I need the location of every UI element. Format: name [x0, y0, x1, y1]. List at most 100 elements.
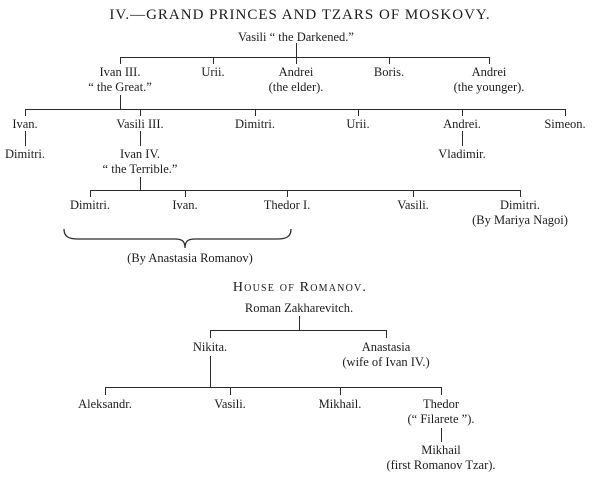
- node-label: Roman Zakharevitch.: [244, 301, 354, 315]
- tree-connector-vline: [296, 43, 297, 57]
- tree-connector-vline: [120, 95, 121, 109]
- node-mikhail-tzar: Mikhail (first Romanov Tzar).: [386, 443, 495, 472]
- node-ivan-gen3: Ivan.: [12, 117, 37, 132]
- tree-connector-tick: [230, 387, 231, 395]
- node-label: Vasili “ the Darkened.”: [238, 30, 354, 44]
- node-ivan-gen5: Ivan.: [172, 198, 197, 213]
- tree-connector-tick: [296, 57, 297, 64]
- romanov-heading: House of Romanov.: [232, 280, 368, 295]
- node-label: Aleksandr.: [78, 397, 132, 411]
- node-roman-zakharevitch: Roman Zakharevitch.: [245, 301, 353, 316]
- node-urii-gen2: Urii.: [201, 65, 224, 80]
- node-thedor-i: Thedor I.: [264, 198, 311, 213]
- curly-brace: [63, 228, 292, 249]
- node-aleksandr: Aleksandr.: [78, 397, 132, 412]
- node-label: Urii.: [346, 117, 370, 131]
- node-label: Dimitri.: [5, 147, 45, 161]
- tree-connector-tick: [441, 387, 442, 395]
- tree-connector-tick: [287, 190, 288, 197]
- tree-connector-tick: [120, 57, 121, 64]
- brace-label: (By Anastasia Romanov): [127, 251, 253, 266]
- node-sublabel: (first Romanov Tzar).: [386, 457, 496, 472]
- node-label: Vladimir.: [438, 147, 486, 161]
- tree-connector-tick: [25, 109, 26, 116]
- node-nikita: Nikita.: [193, 340, 227, 355]
- tree-connector-vline: [210, 356, 211, 387]
- node-thedor-filarete: Thedor (“ Filarete ”).: [408, 397, 475, 426]
- node-label: Dimitri.: [235, 117, 275, 131]
- node-label: Thedor I.: [263, 198, 311, 212]
- node-label: Simeon.: [544, 117, 586, 131]
- node-anastasia: Anastasia (wife of Ivan IV.): [342, 340, 429, 369]
- node-andrei-younger: Andrei (the younger).: [454, 65, 525, 94]
- tree-connector-hline: [120, 57, 489, 58]
- node-sublabel: (wife of Ivan IV.): [342, 354, 430, 369]
- tree-connector-tick: [462, 109, 463, 116]
- node-label: Thedor: [422, 397, 460, 411]
- node-label: Ivan IV.: [119, 147, 161, 161]
- node-label: Ivan III.: [99, 65, 141, 79]
- tree-connector-tick: [489, 57, 490, 64]
- tree-connector-vline: [441, 428, 442, 442]
- tree-connector-vline: [462, 131, 463, 146]
- node-label: Mikhail.: [318, 397, 362, 411]
- node-vasili-romanov: Vasili.: [214, 397, 246, 412]
- node-sublabel: (By Mariya Nagoi): [472, 212, 568, 227]
- node-label: Dimitri.: [500, 198, 540, 212]
- node-dimitri-gen5: Dimitri.: [70, 198, 110, 213]
- tree-connector-tick: [255, 109, 256, 116]
- tree-connector-tick: [389, 57, 390, 64]
- node-andrei-gen3: Andrei.: [443, 117, 481, 132]
- tree-connector-vline: [25, 131, 26, 146]
- node-andrei-elder: Andrei (the elder).: [269, 65, 324, 94]
- tree-connector-tick: [105, 387, 106, 395]
- node-sublabel: (“ Filarete ”).: [407, 411, 475, 426]
- tree-connector-vline: [140, 177, 141, 190]
- tree-connector-tick: [520, 190, 521, 197]
- tree-connector-tick: [90, 190, 91, 197]
- node-label: Vasili.: [397, 198, 429, 212]
- node-label: Andrei.: [443, 117, 481, 131]
- tree-connector-tick: [358, 109, 359, 116]
- tree-connector-hline: [105, 387, 441, 388]
- tree-connector-tick: [340, 387, 341, 395]
- tree-connector-hline: [210, 330, 386, 331]
- node-label: Nikita.: [192, 340, 228, 354]
- node-urii-gen3: Urii.: [346, 117, 369, 132]
- tree-connector-tick: [185, 190, 186, 197]
- node-dimitri-son-of-ivan: Dimitri.: [5, 147, 45, 162]
- tree-connector-tick: [565, 109, 566, 116]
- node-label: Urii.: [201, 65, 225, 79]
- tree-connector-tick: [386, 330, 387, 338]
- node-ivan-iv: Ivan IV. “ the Terrible.”: [103, 147, 178, 176]
- node-sublabel: (the younger).: [453, 79, 525, 94]
- node-vasili-iii: Vasili III.: [116, 117, 163, 132]
- node-label: Vasili III.: [116, 117, 164, 131]
- node-label: Vasili.: [214, 397, 246, 411]
- tree-connector-tick: [413, 190, 414, 197]
- tree-connector-hline: [90, 190, 520, 191]
- node-label: Boris.: [373, 65, 405, 79]
- tree-connector-tick: [210, 330, 211, 338]
- tree-connector-tick: [213, 57, 214, 64]
- node-label: (By Anastasia Romanov): [127, 251, 253, 265]
- node-label: Andrei: [471, 65, 507, 79]
- node-label: Mikhail: [421, 443, 461, 457]
- tree-connector-tick: [140, 109, 141, 116]
- node-dimitri-gen3: Dimitri.: [235, 117, 275, 132]
- node-sublabel: “ the Great.”: [88, 79, 152, 94]
- tree-connector-vline: [140, 131, 141, 146]
- node-sublabel: “ the Terrible.”: [102, 161, 178, 176]
- node-label: Andrei: [278, 65, 314, 79]
- node-ivan-iii: Ivan III. “ the Great.”: [88, 65, 152, 94]
- node-dimitri-nagoi: Dimitri. (By Mariya Nagoi): [472, 198, 568, 227]
- node-mikhail-romanov: Mikhail.: [319, 397, 362, 412]
- node-boris: Boris.: [374, 65, 404, 80]
- node-label: Anastasia: [361, 340, 411, 354]
- node-vladimir: Vladimir.: [438, 147, 486, 162]
- node-vasili-gen5: Vasili.: [397, 198, 429, 213]
- node-sublabel: (the elder).: [268, 79, 324, 94]
- tree-connector-vline: [299, 316, 300, 330]
- node-label: Ivan.: [172, 198, 198, 212]
- node-label: Ivan.: [12, 117, 38, 131]
